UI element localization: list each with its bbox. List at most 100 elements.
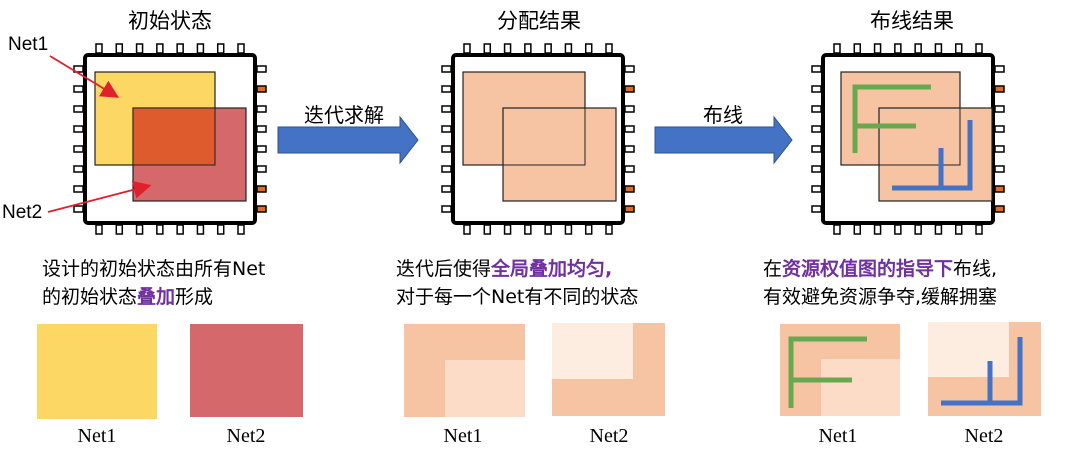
chip-pin bbox=[811, 145, 822, 153]
chip-pin bbox=[176, 224, 184, 235]
chip-pin bbox=[975, 43, 983, 54]
thumb-label-net1-initial: Net1 bbox=[77, 425, 117, 447]
chip-pin bbox=[624, 205, 635, 213]
chip-pin bbox=[994, 185, 1005, 193]
chip-pin bbox=[811, 185, 822, 193]
chip-pin bbox=[256, 105, 267, 113]
chip-pin bbox=[441, 65, 452, 73]
chip-pin bbox=[624, 145, 635, 153]
chip-pin bbox=[73, 185, 84, 193]
chip-pin bbox=[605, 224, 613, 235]
chip-pin bbox=[624, 125, 635, 133]
chip-pin bbox=[954, 224, 963, 235]
chip-pin bbox=[73, 125, 84, 133]
chip-pin bbox=[95, 224, 103, 235]
chip-pin bbox=[441, 205, 452, 213]
chip-pin bbox=[994, 105, 1005, 113]
chip-allocation bbox=[441, 43, 635, 235]
chip-pin bbox=[994, 205, 1005, 213]
net2-wire bbox=[892, 120, 973, 191]
thumb-net2-initial bbox=[190, 324, 303, 417]
chip-pin bbox=[196, 43, 205, 54]
chip-pin bbox=[811, 85, 822, 93]
chip-pin bbox=[115, 43, 124, 54]
chip-pin bbox=[833, 224, 841, 235]
chip-pin bbox=[135, 224, 144, 235]
chip-pin bbox=[256, 205, 267, 213]
thumb-label-net1-allocation: Net1 bbox=[443, 425, 483, 447]
chip-routing bbox=[811, 43, 1005, 235]
callout-arrow-net2 bbox=[47, 180, 152, 213]
chip-pin bbox=[463, 224, 471, 235]
thumb-label-net2-routing: Net2 bbox=[964, 425, 1004, 447]
chip-pin bbox=[463, 43, 471, 54]
chip-pin bbox=[73, 165, 84, 173]
arrow-label-route: 布线 bbox=[703, 103, 743, 127]
thumb-net2-routing bbox=[928, 322, 1041, 416]
chip-pin bbox=[811, 165, 822, 173]
overlap-region bbox=[133, 108, 215, 165]
chip-pin bbox=[544, 224, 552, 235]
chip-pin bbox=[135, 43, 144, 54]
arrow-iterate bbox=[277, 115, 419, 165]
chip-pin bbox=[73, 145, 84, 153]
chip-pin bbox=[994, 165, 1005, 173]
chip-pin bbox=[196, 224, 205, 235]
chip-pin bbox=[605, 43, 613, 54]
chip-pin bbox=[833, 43, 841, 54]
chip-pin bbox=[873, 224, 882, 235]
chip-pin bbox=[115, 224, 124, 235]
panel-title-routing: 布线结果 bbox=[870, 9, 954, 33]
callout-arrow-net1 bbox=[49, 55, 120, 98]
chip-pin bbox=[853, 43, 862, 54]
thumb-net1-allocation bbox=[404, 324, 525, 417]
description-initial: 设计的初始状态由所有Net 的初始状态叠加形成 bbox=[42, 258, 266, 308]
chip-initial bbox=[73, 43, 267, 235]
chip-pin bbox=[894, 224, 902, 235]
chip-pin bbox=[95, 43, 103, 54]
chip-pin bbox=[811, 65, 822, 73]
panel-title-allocation: 分配结果 bbox=[497, 9, 581, 33]
chip-pin bbox=[524, 224, 532, 235]
chip-pin bbox=[564, 43, 573, 54]
thumb-net1-initial bbox=[37, 324, 157, 419]
chip-pin bbox=[483, 43, 492, 54]
chip-pin bbox=[441, 185, 452, 193]
description-routing: 在资源权值图的指导下布线, 有效避免资源争夺,缓解拥塞 bbox=[763, 258, 998, 308]
chip-pin bbox=[216, 224, 225, 235]
chip-pin bbox=[584, 43, 593, 54]
chip-pin bbox=[441, 125, 452, 133]
arrow-label-iterate: 迭代求解 bbox=[304, 103, 384, 127]
chip-pin bbox=[853, 224, 862, 235]
chip-pin bbox=[873, 43, 882, 54]
chip-pin bbox=[624, 65, 635, 73]
thumb-label-net1-routing: Net1 bbox=[818, 425, 858, 447]
chip-pin bbox=[624, 165, 635, 173]
chip-pin bbox=[994, 85, 1005, 93]
chip-pin bbox=[441, 85, 452, 93]
chip-pin bbox=[811, 205, 822, 213]
callout-net2-label: Net2 bbox=[2, 202, 43, 223]
chip-pin bbox=[441, 145, 452, 153]
chip-pin bbox=[994, 145, 1005, 153]
chip-pin bbox=[73, 205, 84, 213]
chip-pin bbox=[624, 185, 635, 193]
chip-pin bbox=[914, 43, 922, 54]
arrow-route bbox=[654, 115, 793, 165]
chip-pin bbox=[994, 65, 1005, 73]
chip-pin bbox=[237, 43, 245, 54]
thumb-label-net2-allocation: Net2 bbox=[589, 425, 629, 447]
chip-pin bbox=[73, 85, 84, 93]
callout-net1-label: Net1 bbox=[8, 34, 49, 55]
chip-pin bbox=[584, 224, 593, 235]
chip-pin bbox=[975, 224, 983, 235]
panel-title-initial: 初始状态 bbox=[128, 9, 212, 33]
chip-pin bbox=[564, 224, 573, 235]
chip-pin bbox=[934, 43, 943, 54]
chip-pin bbox=[176, 43, 184, 54]
chip-pin bbox=[256, 165, 267, 173]
chip-pin bbox=[156, 43, 164, 54]
chip-pin bbox=[503, 43, 512, 54]
chip-pin bbox=[256, 65, 267, 73]
